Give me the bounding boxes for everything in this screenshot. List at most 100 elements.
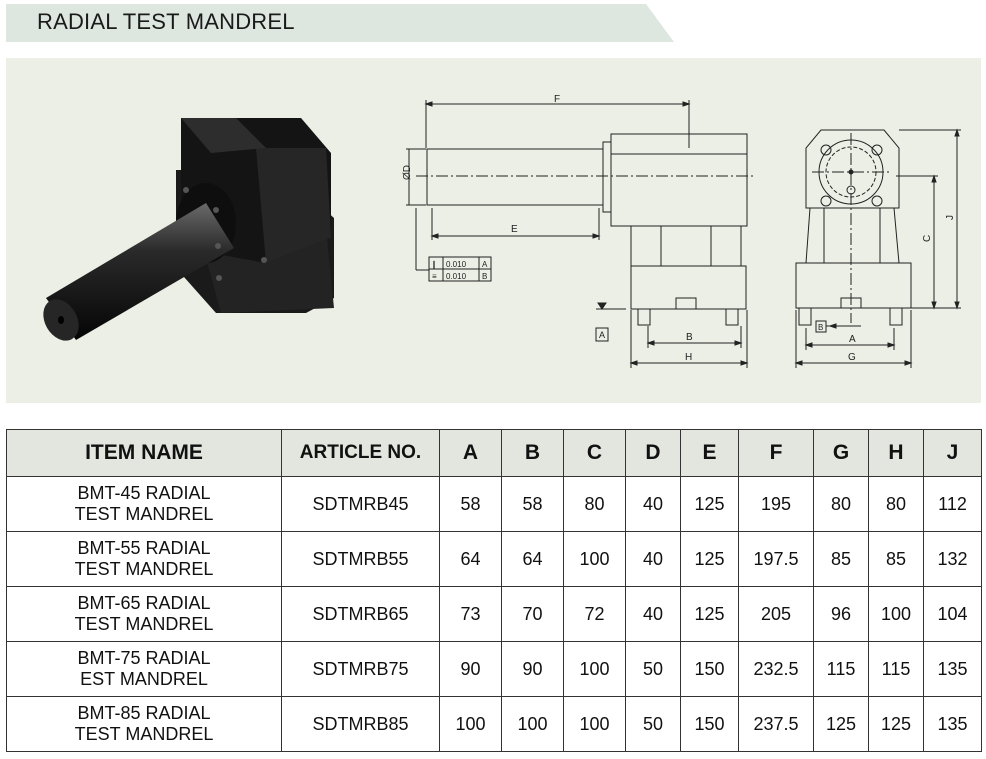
- value-cell: 72: [563, 586, 626, 642]
- item-name-line: BMT-55 RADIAL: [77, 538, 211, 558]
- item-name-line: BMT-45 RADIAL: [77, 483, 211, 503]
- value-cell: 40: [625, 531, 681, 587]
- value-cell: 115: [868, 641, 924, 697]
- value-cell: 85: [813, 531, 869, 587]
- header-article-no: ARTICLE NO.: [281, 429, 440, 477]
- value-cell: 115: [813, 641, 869, 697]
- dimension-label-c: C: [922, 235, 933, 242]
- value-cell: 100: [563, 696, 626, 752]
- value-cell: 100: [439, 696, 502, 752]
- item-name-line: BMT-75 RADIAL: [77, 648, 211, 668]
- header-j: J: [923, 429, 982, 477]
- value-cell: 125: [680, 531, 739, 587]
- value-cell: 205: [738, 586, 814, 642]
- side-view-drawing: F ØD E: [402, 94, 756, 368]
- tolerance-datum-1: A: [482, 260, 488, 269]
- dimension-label-a: A: [849, 334, 856, 345]
- value-cell: 58: [501, 476, 564, 532]
- article-cell: SDTMRB85: [281, 696, 440, 752]
- tolerance-datum-2: B: [482, 272, 487, 281]
- header-b: B: [501, 429, 564, 477]
- header-e: E: [680, 429, 739, 477]
- item-name-line: EST MANDREL: [80, 669, 208, 689]
- value-cell: 70: [501, 586, 564, 642]
- dimension-label-f: F: [554, 94, 560, 105]
- item-name-line: TEST MANDREL: [74, 504, 214, 524]
- value-cell: 150: [680, 641, 739, 697]
- dimension-label-d: ØD: [402, 165, 413, 180]
- mandrel-photo: [43, 118, 334, 341]
- svg-text:≡: ≡: [432, 272, 437, 281]
- value-cell: 125: [868, 696, 924, 752]
- header-g: G: [813, 429, 869, 477]
- value-cell: 80: [868, 476, 924, 532]
- value-cell: 80: [563, 476, 626, 532]
- value-cell: 100: [563, 531, 626, 587]
- value-cell: 132: [923, 531, 982, 587]
- tolerance-value-1: 0.010: [446, 260, 467, 269]
- header-a: A: [439, 429, 502, 477]
- value-cell: 40: [625, 476, 681, 532]
- value-cell: 40: [625, 586, 681, 642]
- value-cell: 80: [813, 476, 869, 532]
- value-cell: 197.5: [738, 531, 814, 587]
- value-cell: 85: [868, 531, 924, 587]
- value-cell: 64: [439, 531, 502, 587]
- header-c: C: [563, 429, 626, 477]
- value-cell: 64: [501, 531, 564, 587]
- value-cell: 125: [680, 586, 739, 642]
- article-cell: SDTMRB65: [281, 586, 440, 642]
- dimension-label-j: J: [945, 215, 956, 220]
- product-figure: F ØD E: [43, 94, 961, 368]
- value-cell: 58: [439, 476, 502, 532]
- header-item-name: ITEM NAME: [6, 429, 282, 477]
- figure-panel: F ØD E: [6, 58, 981, 403]
- value-cell: 100: [868, 586, 924, 642]
- title-tab: [6, 4, 674, 42]
- item-name-line: BMT-65 RADIAL: [77, 593, 211, 613]
- value-cell: 100: [563, 641, 626, 697]
- item-name-line: TEST MANDREL: [74, 559, 214, 579]
- tolerance-value-2: 0.010: [446, 272, 467, 281]
- value-cell: 150: [680, 696, 739, 752]
- header-d: D: [625, 429, 681, 477]
- svg-text:∥: ∥: [432, 260, 436, 269]
- value-cell: 135: [923, 641, 982, 697]
- page-title: RADIAL TEST MANDREL: [37, 9, 295, 34]
- value-cell: 125: [680, 476, 739, 532]
- front-view-drawing: B A G C J: [794, 128, 961, 368]
- spec-table: ITEM NAME ARTICLE NO. A B C D E F G H J …: [6, 429, 982, 752]
- value-cell: 100: [501, 696, 564, 752]
- datum-b-label: B: [818, 323, 823, 332]
- value-cell: 73: [439, 586, 502, 642]
- value-cell: 50: [625, 696, 681, 752]
- value-cell: 50: [625, 641, 681, 697]
- value-cell: 237.5: [738, 696, 814, 752]
- value-cell: 125: [813, 696, 869, 752]
- value-cell: 90: [501, 641, 564, 697]
- value-cell: 232.5: [738, 641, 814, 697]
- article-cell: SDTMRB55: [281, 531, 440, 587]
- dimension-label-b: B: [686, 332, 693, 343]
- header-f: F: [738, 429, 814, 477]
- article-cell: SDTMRB75: [281, 641, 440, 697]
- value-cell: 96: [813, 586, 869, 642]
- value-cell: 90: [439, 641, 502, 697]
- item-name-line: TEST MANDREL: [74, 724, 214, 744]
- header-h: H: [868, 429, 924, 477]
- dimension-label-g: G: [848, 352, 856, 363]
- value-cell: 195: [738, 476, 814, 532]
- article-cell: SDTMRB45: [281, 476, 440, 532]
- datum-a-label: A: [599, 330, 605, 340]
- table-header-row: ITEM NAME ARTICLE NO. A B C D E F G H J: [6, 429, 982, 477]
